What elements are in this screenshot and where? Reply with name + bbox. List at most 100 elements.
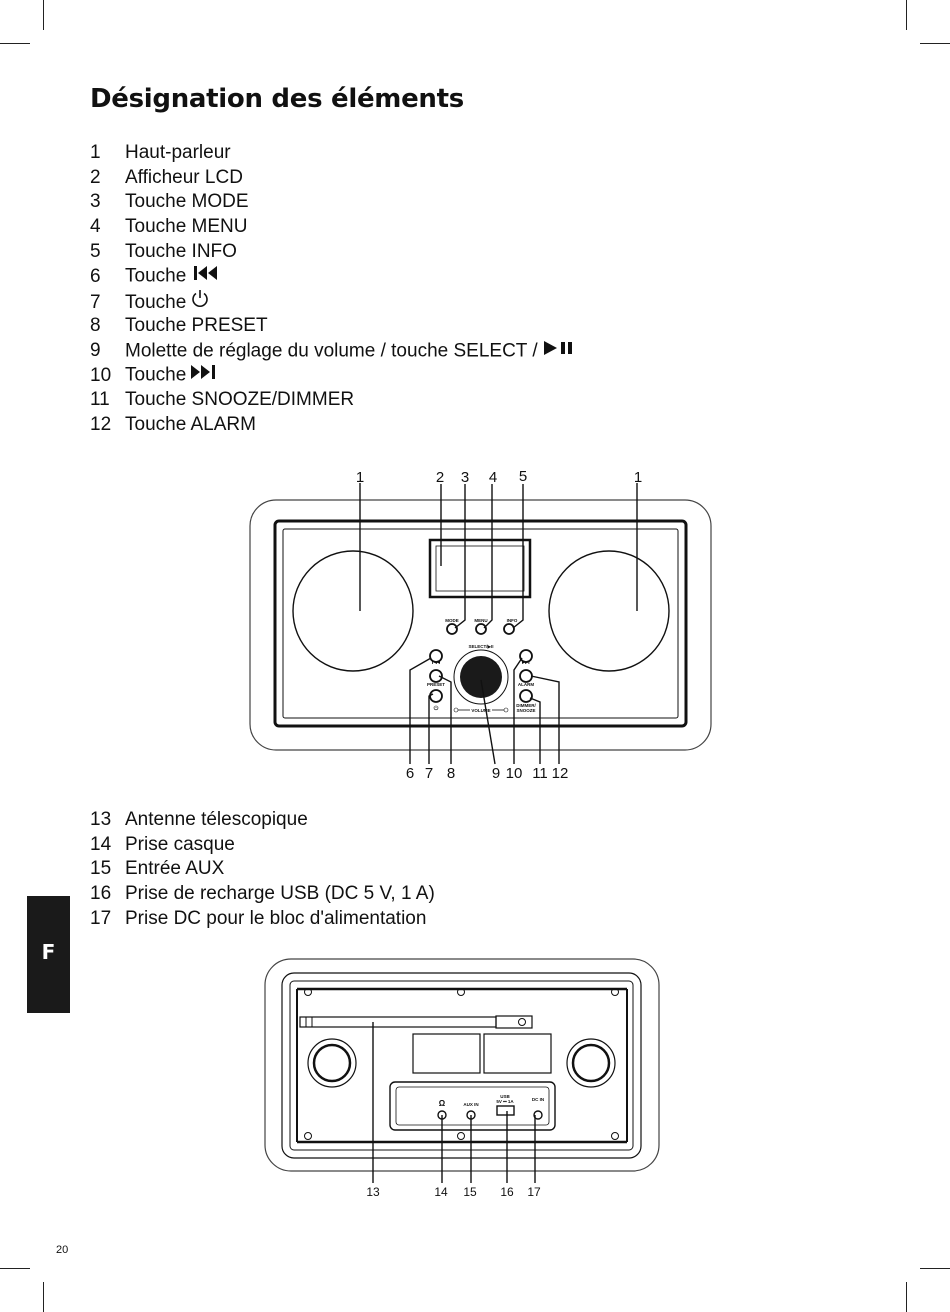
list-item-number: 16 <box>90 883 112 905</box>
callout-16: 16 <box>500 1185 514 1199</box>
crop-mark <box>0 1268 30 1269</box>
list-item: 17 Prise DC pour le bloc d'alimentation <box>90 907 435 932</box>
bass-port-right <box>566 1038 616 1088</box>
speaker-left <box>292 550 414 672</box>
alarm-label: ALARM <box>518 682 534 687</box>
play-pause-icon <box>542 339 576 364</box>
power-icon <box>190 289 210 317</box>
list-item-label: Touche PRESET <box>125 314 268 336</box>
screw <box>457 1132 465 1140</box>
callout-8: 8 <box>447 765 455 782</box>
mode-label: MODE <box>445 618 459 623</box>
list-item-number: 3 <box>90 191 101 213</box>
callout-4: 4 <box>489 469 497 486</box>
preset-label: PRESET <box>427 682 445 687</box>
language-tab: F <box>27 896 70 1013</box>
callout-5: 5 <box>519 468 527 485</box>
list-item-number: 6 <box>90 265 101 287</box>
info-button <box>503 623 515 635</box>
screw <box>457 988 465 996</box>
front-outer-case <box>249 499 712 751</box>
crop-mark <box>920 43 950 44</box>
usb-spec-label: 5V ⎓ 1A <box>496 1099 514 1104</box>
list-item-label: Prise casque <box>125 833 235 855</box>
crop-mark <box>920 1268 950 1269</box>
list-item: 4 Touche MENU <box>90 215 576 240</box>
callout-1-left: 1 <box>356 469 364 486</box>
list-item: 14 Prise casque <box>90 833 435 858</box>
speaker-right <box>548 550 670 672</box>
crop-mark <box>0 43 30 44</box>
power-symbol-icon <box>433 705 439 711</box>
list-item-number: 13 <box>90 809 112 830</box>
bass-port-left <box>307 1038 357 1088</box>
front-inner-frame <box>273 519 688 728</box>
next-icon <box>190 363 220 388</box>
language-tab-label: F <box>41 940 56 964</box>
list-item-label: Prise de recharge USB (DC 5 V, 1 A) <box>125 883 435 905</box>
page-title: Désignation des éléments <box>90 84 464 114</box>
dimmer-snooze-button <box>519 689 533 703</box>
screw <box>611 988 619 996</box>
volume-knob <box>460 656 502 698</box>
dc-in-label: DC IN <box>532 1097 544 1102</box>
volume-label: VOLUME <box>471 708 490 713</box>
list-item-number: 12 <box>90 413 112 435</box>
list-item: 9 Molette de réglage du volume / touche S… <box>90 339 576 364</box>
connector-panel <box>389 1081 556 1131</box>
list-item-label: Touche <box>125 265 187 287</box>
dc-in-jack <box>533 1110 543 1120</box>
list-item-number: 9 <box>90 339 101 361</box>
list-item-number: 17 <box>90 907 112 929</box>
volume-minus-icon <box>453 707 459 713</box>
list-item: 1 Haut-parleur <box>90 141 576 166</box>
list-item-number: 1 <box>90 142 101 163</box>
list-item: 8 Touche PRESET <box>90 314 576 339</box>
list-item-number: 5 <box>90 240 101 262</box>
callout-2: 2 <box>436 469 444 486</box>
callout-11: 11 <box>532 765 548 782</box>
list-item-label: Touche MODE <box>125 191 249 213</box>
callout-12: 12 <box>552 765 569 782</box>
next-symbol-icon <box>522 661 530 664</box>
vent-left <box>412 1033 481 1074</box>
list-item-label: Afficheur LCD <box>125 166 243 188</box>
list-item-label: Touche <box>125 292 187 313</box>
list-item-number: 4 <box>90 216 101 238</box>
select-label: SELECT/▶II <box>469 644 494 649</box>
crop-mark <box>43 1282 44 1312</box>
list-item-label: Haut-parleur <box>125 142 231 163</box>
callout-6: 6 <box>406 765 414 782</box>
snooze-label: SNOOZE <box>516 708 535 713</box>
list-item-number: 11 <box>90 388 110 410</box>
callout-13: 13 <box>366 1185 380 1199</box>
list-item-label: Molette de réglage du volume / touche SE… <box>125 339 538 361</box>
telescopic-antenna <box>299 1016 497 1028</box>
callout-9: 9 <box>492 765 500 782</box>
list-item-number: 8 <box>90 314 101 336</box>
list-item-label: Touche MENU <box>125 216 248 238</box>
screw <box>518 1018 526 1026</box>
callout-7: 7 <box>425 765 433 782</box>
list-item-number: 14 <box>90 833 112 855</box>
list-item-label: Touche SNOOZE/DIMMER <box>125 388 355 410</box>
list-item-label: Prise DC pour le bloc d'alimentation <box>125 907 427 929</box>
list-item-label: Touche ALARM <box>125 413 256 435</box>
list-item-label: Touche <box>125 364 187 386</box>
crop-mark <box>906 1282 907 1312</box>
front-panel-diagram: MODE MENU INFO SELECT/▶II PRESET ALARM D… <box>249 468 712 782</box>
callout-3: 3 <box>461 469 469 486</box>
list-item: 3 Touche MODE <box>90 190 576 215</box>
vent-right <box>483 1033 552 1074</box>
back-outer-case <box>264 958 660 1172</box>
crop-mark <box>906 0 907 30</box>
callout-17: 17 <box>527 1185 541 1199</box>
